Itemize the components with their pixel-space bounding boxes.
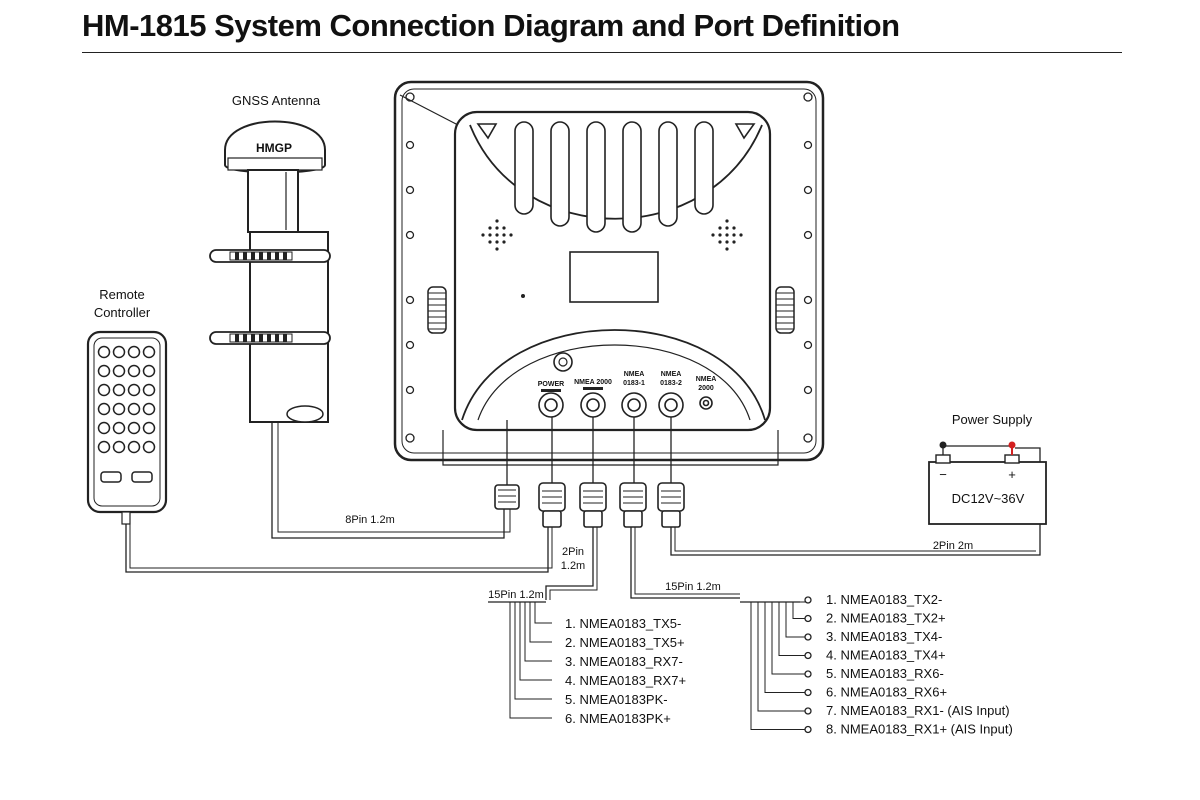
remote-key [142, 402, 156, 416]
remote-controller: Remote Controller [86, 287, 168, 525]
pin-lead [514, 602, 552, 700]
pin-lead [519, 602, 552, 681]
pin-lead [785, 602, 808, 638]
pin-terminal [804, 596, 812, 604]
remote-key [112, 440, 126, 454]
remote-key [127, 345, 141, 359]
right-pin-label: 2. NMEA0183_TX2+ [826, 611, 946, 626]
psu-cable-label: 2Pin 2m [933, 540, 973, 552]
right-pin-label: 6. NMEA0183_RX6+ [826, 685, 947, 700]
port-label-nmea2000-b-b: 2000 [698, 385, 714, 392]
title-divider [82, 52, 1122, 53]
main-unit-rear: POWER NMEA 2000 NMEA 0183-1 NMEA 0183-2 … [393, 80, 825, 466]
page-title: HM-1815 System Connection Diagram and Po… [82, 8, 900, 43]
pin-terminal [804, 651, 812, 660]
left-pinout: 1. NMEA0183_TX5- 2. NMEA0183_TX5+ 3. NMEA0… [509, 602, 686, 726]
remote-label-line2: Controller [94, 305, 151, 320]
remote-key [112, 364, 126, 378]
remote-key [127, 421, 141, 435]
remote-key [127, 402, 141, 416]
left-pin-label: 4. NMEA0183_RX7+ [565, 673, 686, 688]
left-pin-label: 2. NMEA0183_TX5+ [565, 635, 685, 650]
speaker-grille-left [481, 219, 513, 251]
left-pin-label: 3. NMEA0183_RX7- [565, 654, 683, 669]
left-pin-label: 5. NMEA0183PK- [565, 692, 668, 707]
remote-key [142, 421, 156, 435]
port-label-nmea0183-1-b: 0183-1 [623, 380, 645, 387]
power-short-cable-label-a: 2Pin [562, 546, 584, 558]
power-supply: Power Supply − + DC12V~36V [928, 412, 1047, 525]
right-pin-label: 8. NMEA0183_RX1+ (AIS Input) [826, 722, 1013, 737]
remote-key [97, 364, 111, 378]
right-pin-label: 5. NMEA0183_RX6- [826, 666, 944, 681]
remote-key [97, 383, 111, 397]
psu-voltage-label: DC12V~36V [952, 491, 1025, 506]
gnss-cable-label: 8Pin 1.2m [345, 514, 395, 526]
remote-key [97, 402, 111, 416]
remote-key [100, 471, 122, 483]
pin-terminal [804, 614, 812, 623]
pin-terminal [804, 633, 812, 641]
right-pin-label: 3. NMEA0183_TX4- [826, 629, 942, 644]
pin-terminal [804, 725, 812, 734]
remote-keypad [97, 345, 156, 483]
pin-lead [771, 602, 808, 675]
left-harness-label: 15Pin 1.2m [488, 589, 544, 601]
gnss-brand-label: HMGP [256, 141, 292, 155]
left-pin-label: 6. NMEA0183PK+ [565, 711, 671, 726]
remote-key [127, 364, 141, 378]
remote-key [112, 383, 126, 397]
pin-lead [750, 602, 808, 730]
port-label-nmea0183-2-a: NMEA [661, 371, 682, 378]
port-label-nmea2000-b-a: NMEA [696, 376, 717, 383]
pin-lead [529, 602, 552, 643]
pin-lead [792, 602, 808, 619]
left-pin-label: 1. NMEA0183_TX5- [565, 616, 681, 631]
pin-lead [534, 602, 552, 624]
port-label-power: POWER [538, 381, 564, 388]
port-label-nmea0183-2-b: 0183-2 [660, 380, 682, 387]
gnss-antenna-label: GNSS Antenna [232, 93, 321, 108]
right-pin-label: 1. NMEA0183_TX2- [826, 592, 942, 607]
right-pin-label: 7. NMEA0183_RX1- (AIS Input) [826, 703, 1010, 718]
pin-terminal [804, 688, 812, 697]
power-supply-label: Power Supply [952, 412, 1033, 427]
remote-key [142, 383, 156, 397]
remote-key [112, 402, 126, 416]
pin-lead [757, 602, 808, 712]
remote-label-line1: Remote [99, 287, 145, 302]
remote-key [97, 345, 111, 359]
remote-key [142, 364, 156, 378]
pin-terminal [804, 707, 812, 715]
remote-key [112, 345, 126, 359]
remote-key [127, 383, 141, 397]
remote-key [142, 440, 156, 454]
port-label-nmea2000: NMEA 2000 [574, 379, 612, 386]
pin-lead [764, 602, 808, 693]
speaker-grille-right [711, 219, 743, 251]
cable-connectors: 8Pin 1.2m 2Pin 1.2m 15Pin 1.2m 15Pin 1.2… [125, 417, 1041, 603]
pin-terminal [804, 670, 812, 678]
remote-key [97, 421, 111, 435]
pin-lead [524, 602, 552, 662]
remote-key [97, 440, 111, 454]
remote-key [142, 345, 156, 359]
psu-plus-label: + [1008, 467, 1016, 482]
port-label-nmea0183-1-a: NMEA [624, 371, 645, 378]
right-pin-label: 4. NMEA0183_TX4+ [826, 648, 946, 663]
remote-key [127, 440, 141, 454]
right-harness-label: 15Pin 1.2m [665, 581, 721, 593]
power-short-cable-label-b: 1.2m [561, 560, 585, 572]
remote-key [112, 421, 126, 435]
psu-minus-label: − [939, 467, 947, 482]
pin-lead [509, 602, 552, 719]
pin-lead [778, 602, 808, 656]
remote-key [131, 471, 153, 483]
gnss-antenna: GNSS Antenna HMGP [209, 93, 331, 423]
right-pinout: 1. NMEA0183_TX2- 2. NMEA0183_TX2+ 3. NMEA0… [750, 592, 1013, 737]
